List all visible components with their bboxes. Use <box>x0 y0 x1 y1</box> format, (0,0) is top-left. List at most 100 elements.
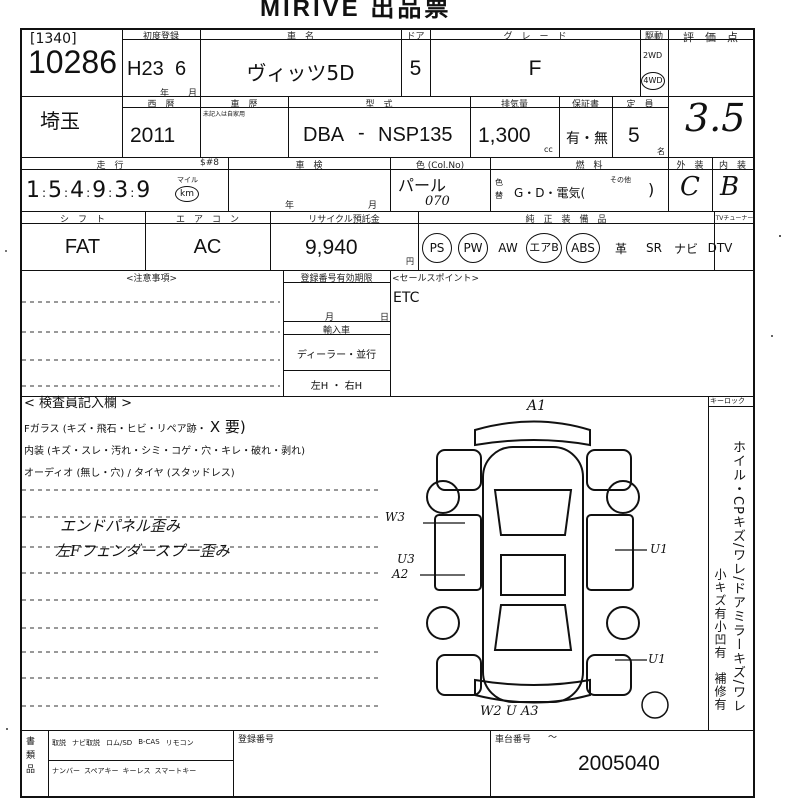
inspector-title: < 検査員記入欄 > <box>24 396 133 411</box>
equip-dtv: DTV <box>707 241 733 255</box>
fuel-other: その他 <box>610 176 631 184</box>
mileage-unit-mile: マイル <box>177 176 198 184</box>
reg-month: 月 <box>325 313 335 323</box>
insp-month: 月 <box>368 201 378 211</box>
hdr-import: 輸入車 <box>322 326 350 336</box>
small-scratch: 小キズ有 <box>713 568 727 620</box>
cc-unit: cc <box>544 145 553 154</box>
diagram-mark-left-fender2: A2 <box>392 567 409 581</box>
diagram-mark-left-door: W3 <box>385 510 405 524</box>
steering: 左H ・ 右H <box>310 381 363 392</box>
mileage-unit-km: km <box>175 186 199 202</box>
hdr-history: 車 歴 <box>230 100 258 110</box>
hdr-inspection: 車 検 <box>295 161 323 171</box>
lot-bracket: [1340] <box>30 31 77 47</box>
hdr-sales-point: <セールスポイント> <box>392 274 480 284</box>
lot-number: 10286 <box>28 44 117 80</box>
handwritten-note-1: エンドパネル歪み <box>60 517 181 535</box>
mileage-digit: 4 <box>70 178 87 203</box>
drive-4wd: 4WD <box>641 72 665 90</box>
scan-speck <box>5 250 7 252</box>
hdr-reg-no: 登録番号 <box>238 735 275 745</box>
diagram-mark-front: A1 <box>527 398 547 414</box>
fuel-close: ) <box>648 180 655 199</box>
hdr-capacity: 定 員 <box>626 100 654 110</box>
chassis-number: 2005040 <box>578 752 660 775</box>
inspector-vertical-note: ホイル・CPキズ/ワレ/ドアミラーキズ/ワレ <box>730 440 745 714</box>
first-reg-era: H23 <box>127 58 164 80</box>
handwritten-note-2: 左Fフェンダースプー歪み <box>55 542 230 560</box>
insp-year: 年 <box>285 201 295 211</box>
hdr-first-reg: 初度登録 <box>142 32 179 42</box>
glass-line: Fガラス (キズ・飛石・ヒビ・リペア跡・ <box>24 424 207 435</box>
model-prefix: DBA <box>303 124 345 146</box>
first-reg-month: 6 <box>175 58 187 80</box>
hdr-western-year: 西 暦 <box>147 100 175 110</box>
doc-navi-manual: ナビ取説 <box>72 739 100 747</box>
doors: 5 <box>409 57 422 80</box>
hdr-aircon: エ ア コ ン <box>175 215 239 225</box>
scan-speck <box>6 728 8 730</box>
location: 埼玉 <box>40 109 80 133</box>
mileage: 1:5:4:9:3:9 <box>26 178 153 203</box>
equip-aw: AW <box>498 241 518 255</box>
model-code: NSP135 <box>378 124 453 146</box>
hdr-model: 型 式 <box>365 100 393 110</box>
inspector-audio: オーディオ (無し・穴) / タイヤ (スタッドレス) <box>24 468 235 479</box>
sheet-title: MIRIVE 出品票 <box>260 0 452 22</box>
hdr-fuel: 燃 料 <box>575 161 603 171</box>
hdr-drive: 駆動 <box>644 32 663 42</box>
doc-keyless: キーレス <box>122 767 151 775</box>
equipment-list: PS PW AW エアB ABS 革 SR ナビ DTV <box>420 230 754 266</box>
hdr-exterior: 外 装 <box>676 161 704 171</box>
equip-leather: 革 <box>614 241 627 256</box>
doc-smart-key: スマートキー <box>154 767 197 775</box>
inspector-dotted-lines <box>22 489 380 707</box>
hdr-interior: 内 装 <box>718 161 746 171</box>
reg-day: 日 <box>380 313 390 323</box>
grade: F <box>528 57 542 80</box>
aircon: AC <box>193 236 222 258</box>
displacement: 1,300 <box>478 124 531 147</box>
capacity: 5 <box>628 124 640 147</box>
hdr-score: 評 価 点 <box>683 31 738 44</box>
exterior-grade: C <box>680 172 700 202</box>
scan-speck <box>779 235 781 237</box>
diagram-mark-rear: W2 U A3 <box>480 704 539 719</box>
hdr-reg-expiry: 登録番号有効期限 <box>300 274 373 284</box>
diagram-mark-right-door: U1 <box>650 542 668 556</box>
doc-bcas: B-CAS <box>138 738 160 746</box>
hdr-dollar: $#8 <box>200 158 219 168</box>
yen-unit: 円 <box>406 257 414 266</box>
shift: FAT <box>64 236 101 258</box>
recycle: 9,940 <box>305 236 358 259</box>
interior-grade: B <box>720 172 740 202</box>
inspector-glass: Fガラス (キズ・飛石・ヒビ・リペア跡・ X 要) <box>24 416 246 437</box>
history-note: 未記入は自家用 <box>203 111 246 118</box>
sales-point: ETC <box>393 290 420 306</box>
hdr-grade: グ レ ー ド <box>503 32 567 42</box>
glass-repair: X 要) <box>209 418 246 436</box>
hdr-equipment: 純 正 装 備 品 <box>525 215 607 225</box>
unit-year: 年 <box>160 89 170 99</box>
score: 3.5 <box>685 96 746 140</box>
warranty: 有・無 <box>566 131 608 147</box>
color: パール <box>398 176 447 195</box>
equip-abs: ABS <box>566 233 600 263</box>
hdr-color: 色 (Col.No) <box>415 161 465 171</box>
small-dent: 小凹有 <box>713 620 727 659</box>
color-code: 070 <box>425 194 450 209</box>
mileage-digit: 9 <box>136 178 153 203</box>
color-label: 色替 <box>495 178 503 200</box>
model-dash: - <box>358 122 365 144</box>
diagram-mark-left-fender: U3 <box>397 552 415 566</box>
hdr-displacement: 排気量 <box>500 100 528 110</box>
equip-ps: PS <box>422 233 452 263</box>
capacity-unit: 名 <box>657 147 665 156</box>
car-name: ヴィッツ5D <box>246 61 355 85</box>
caution-dotted-lines <box>22 301 280 387</box>
equip-sr: SR <box>646 241 662 255</box>
hdr-keyless: キーロック <box>710 397 745 405</box>
chassis-dash: 〜 <box>548 733 558 743</box>
docs-row-2: ナンバー スペアキー キーレス スマートキー <box>52 766 196 776</box>
